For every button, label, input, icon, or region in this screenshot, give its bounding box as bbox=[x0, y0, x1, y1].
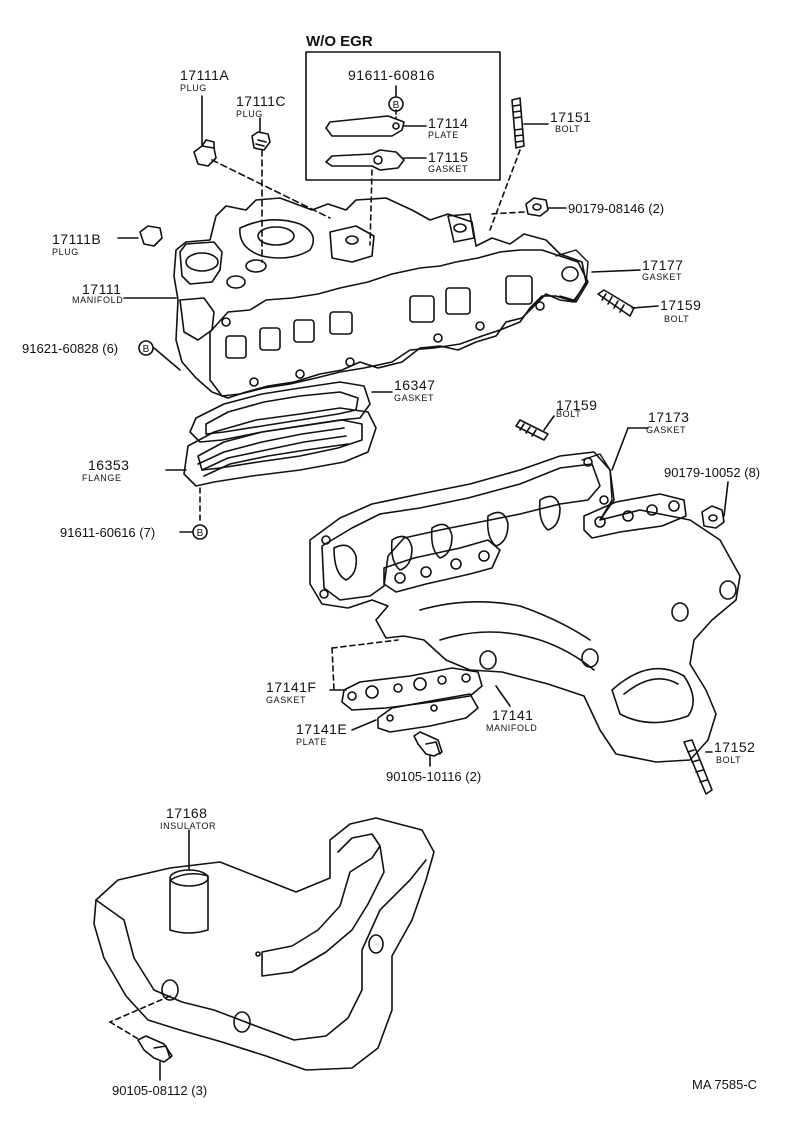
plug-17111b-drawing bbox=[117, 225, 163, 247]
flange-16353-drawing bbox=[183, 407, 377, 487]
bubble-letter: B bbox=[393, 100, 400, 111]
part-number: 17111 bbox=[82, 281, 122, 297]
part-number: 17141E bbox=[296, 721, 348, 737]
part-number: 90105-10116 (2) bbox=[386, 769, 482, 784]
part-name: BOLT bbox=[664, 314, 690, 324]
part-name: BOLT bbox=[716, 755, 742, 765]
part-number: 17115 bbox=[428, 149, 469, 165]
part-name: MANIFOLD bbox=[486, 723, 538, 733]
part-number: 91611-60816 bbox=[348, 67, 435, 83]
bubble-marker-91611 bbox=[192, 524, 208, 540]
part-number: 17168 bbox=[166, 805, 208, 821]
part-number: 17177 bbox=[642, 257, 684, 273]
part-number: 17114 bbox=[428, 115, 469, 131]
gasket-17141f-drawing bbox=[341, 667, 483, 711]
part-number: 17111C bbox=[236, 93, 286, 109]
part-name: BOLT bbox=[556, 409, 582, 419]
part-name: PLUG bbox=[236, 109, 263, 119]
bolt-90105-10116-drawing bbox=[413, 731, 443, 757]
bolt-17159-upper-drawing bbox=[597, 289, 635, 317]
part-number: 90179-08146 (2) bbox=[568, 201, 665, 216]
part-name: GASKET bbox=[394, 393, 435, 403]
bolt-90105-08112-drawing bbox=[137, 1035, 173, 1063]
part-number: 90105-08112 (3) bbox=[112, 1083, 208, 1098]
part-number: 17173 bbox=[648, 409, 690, 425]
diagram-reference: MA 7585-C bbox=[692, 1077, 758, 1092]
bubble-letter: B bbox=[197, 528, 204, 539]
part-number: 17141F bbox=[266, 679, 317, 695]
part-number: 17151 bbox=[550, 109, 592, 125]
nut-90179-10052-drawing bbox=[701, 505, 725, 529]
part-number: 17141 bbox=[492, 707, 534, 723]
part-number: 91621-60828 (6) bbox=[22, 341, 119, 356]
gasket-17115-drawing bbox=[325, 149, 405, 171]
bubble-marker-91621 bbox=[138, 340, 154, 356]
part-number: 16347 bbox=[394, 377, 436, 393]
intake-manifold-17111-drawing bbox=[173, 197, 589, 399]
part-name: GASKET bbox=[266, 695, 307, 705]
exhaust-manifold-17141-drawing bbox=[309, 451, 741, 763]
part-name: GASKET bbox=[642, 272, 683, 282]
part-name: INSULATOR bbox=[160, 821, 217, 831]
bubble-marker-egr bbox=[388, 96, 404, 112]
part-name: GASKET bbox=[428, 164, 469, 174]
part-number: 17111B bbox=[52, 231, 102, 247]
bolt-17151-drawing bbox=[511, 97, 525, 149]
part-name: PLATE bbox=[428, 130, 459, 140]
part-number: 16353 bbox=[88, 457, 130, 473]
part-name: FLANGE bbox=[82, 473, 122, 483]
part-name: BOLT bbox=[555, 124, 581, 134]
section-title: W/O EGR bbox=[306, 33, 373, 50]
part-number: 17159 bbox=[556, 397, 598, 413]
plug-17111a-drawing bbox=[193, 139, 217, 167]
plate-17114-drawing bbox=[325, 115, 405, 137]
part-number: 17159 bbox=[660, 297, 702, 313]
plate-17141e-drawing bbox=[377, 693, 479, 733]
part-name: PLUG bbox=[180, 83, 207, 93]
bolt-17159-lower-drawing bbox=[515, 419, 549, 441]
gasket-17177-drawing bbox=[555, 249, 589, 301]
part-name: GASKET bbox=[646, 425, 687, 435]
part-number: 91611-60616 (7) bbox=[60, 525, 156, 540]
nut-90179-08146-drawing bbox=[525, 197, 549, 217]
insulator-17168-drawing bbox=[93, 817, 435, 1071]
part-name: PLUG bbox=[52, 247, 79, 257]
bubble-letter: B bbox=[143, 344, 150, 355]
egr-box bbox=[305, 51, 501, 181]
gasket-17173-drawing bbox=[581, 453, 613, 521]
part-number: 17111A bbox=[180, 67, 230, 83]
part-name: MANIFOLD bbox=[72, 295, 124, 305]
part-number: 17152 bbox=[714, 739, 756, 755]
bolt-17152-drawing bbox=[683, 739, 713, 795]
part-number: 90179-10052 (8) bbox=[664, 465, 761, 480]
plug-17111c-drawing bbox=[251, 131, 271, 151]
gasket-16347-drawing bbox=[189, 381, 371, 443]
part-name: PLATE bbox=[296, 737, 327, 747]
